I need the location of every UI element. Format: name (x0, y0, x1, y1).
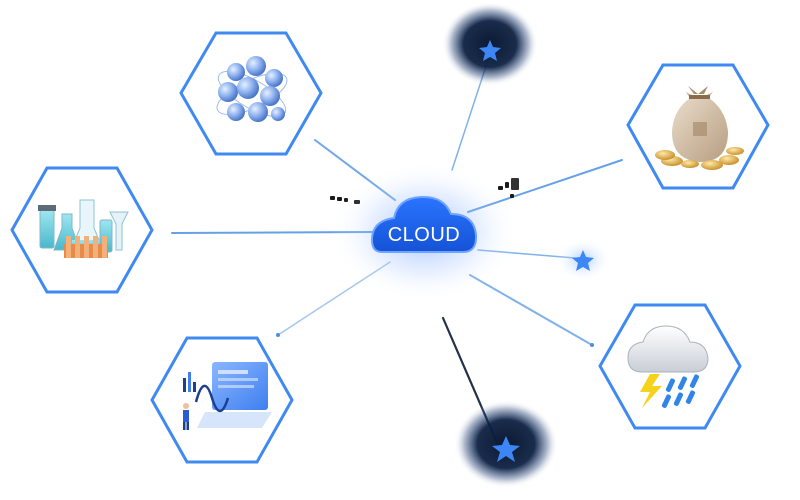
star-top (442, 2, 538, 86)
node-money[interactable] (626, 63, 770, 190)
node-atom[interactable] (179, 31, 323, 156)
center-cloud[interactable]: CLOUD (330, 162, 520, 302)
money-bag-icon (655, 86, 744, 170)
node-weather[interactable] (598, 303, 742, 430)
node-lab[interactable] (10, 166, 154, 294)
connector-weather-dot (590, 343, 594, 347)
storm-cloud-icon (627, 325, 709, 408)
lab-flasks-icon (38, 199, 129, 258)
star-bottom (454, 400, 558, 488)
molecule-icon (216, 56, 288, 122)
connector-weather (469, 274, 593, 346)
star-right (555, 238, 611, 282)
node-analytics[interactable] (150, 336, 294, 464)
connector-analytics-dot (276, 333, 280, 337)
center-cloud-label: CLOUD (388, 224, 461, 246)
analytics-screen-icon (183, 362, 272, 430)
